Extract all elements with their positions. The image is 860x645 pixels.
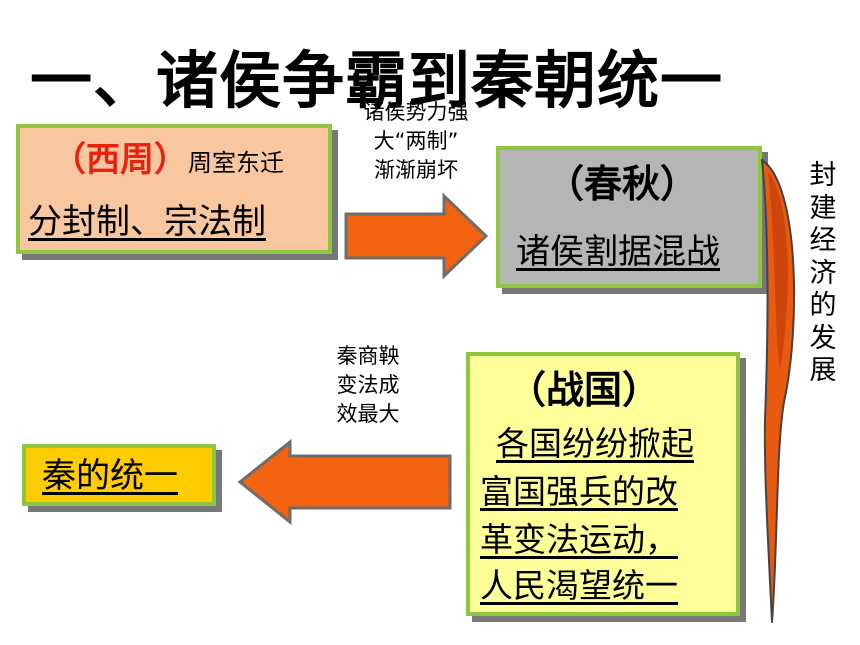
side-label-char-7: 展 [809,355,837,386]
page-title: 一、诸侯争霸到秦朝统一 [30,44,724,117]
chunqiu-box: （春秋） 诸侯割据混战 [496,146,762,288]
zhanguo-period: （战国） [508,367,661,412]
lower-arrow-label: 秦商鞅 变法成 效最大 [318,342,418,429]
arrow-right [344,192,489,280]
arrow-curved-highlight [768,172,788,370]
upper-arrow-label-line-3: 渐渐崩坏 [374,158,458,182]
lower-arrow-label-line-2: 变法成 [336,373,400,397]
chunqiu-period: （春秋） [546,161,699,206]
lower-arrow-label-line-1: 秦商鞅 [336,344,400,368]
zhanguo-line-1: 各国纷纷掀起 [496,424,694,463]
xizhou-box: （西周）周室东迁 分封制、宗法制 [16,124,332,254]
zhanguo-line-4: 人民渴望统一 [480,566,678,605]
upper-arrow-label-line-1: 诸侯势力强 [363,100,469,124]
zhanguo-box: （战国） 各国纷纷掀起 富国强兵的改 革变法运动， 人民渴望统一 [466,352,740,616]
side-label-char-3: 经 [809,225,837,256]
side-label-char-2: 建 [809,192,837,224]
side-label-char-5: 的 [809,290,837,321]
xizhou-note: 周室东迁 [188,149,284,177]
lower-arrow-label-line-3: 效最大 [336,402,400,426]
qin-box: 秦的统一 [22,444,216,506]
xizhou-header: （西周）周室东迁 [52,138,284,188]
side-label-char-4: 济 [809,257,837,289]
qin-label: 秦的统一 [42,456,178,496]
side-label-vertical: 封 建 经 济 的 发 展 [808,160,838,388]
upper-arrow-label: 诸侯势力强 大“两制” 渐渐崩坏 [346,98,486,185]
xizhou-system: 分封制、宗法制 [28,202,266,242]
side-label-char-1: 封 [809,160,837,191]
zhanguo-line-3: 革变法运动， [480,520,678,559]
xizhou-period: （西周） [52,140,188,180]
zhanguo-line-2: 富国强兵的改 [480,472,678,511]
upper-arrow-label-line-2: 大“两制” [373,129,459,153]
side-label-char-6: 发 [809,322,837,354]
chunqiu-desc: 诸侯割据混战 [516,232,720,272]
arrow-left [237,438,452,526]
